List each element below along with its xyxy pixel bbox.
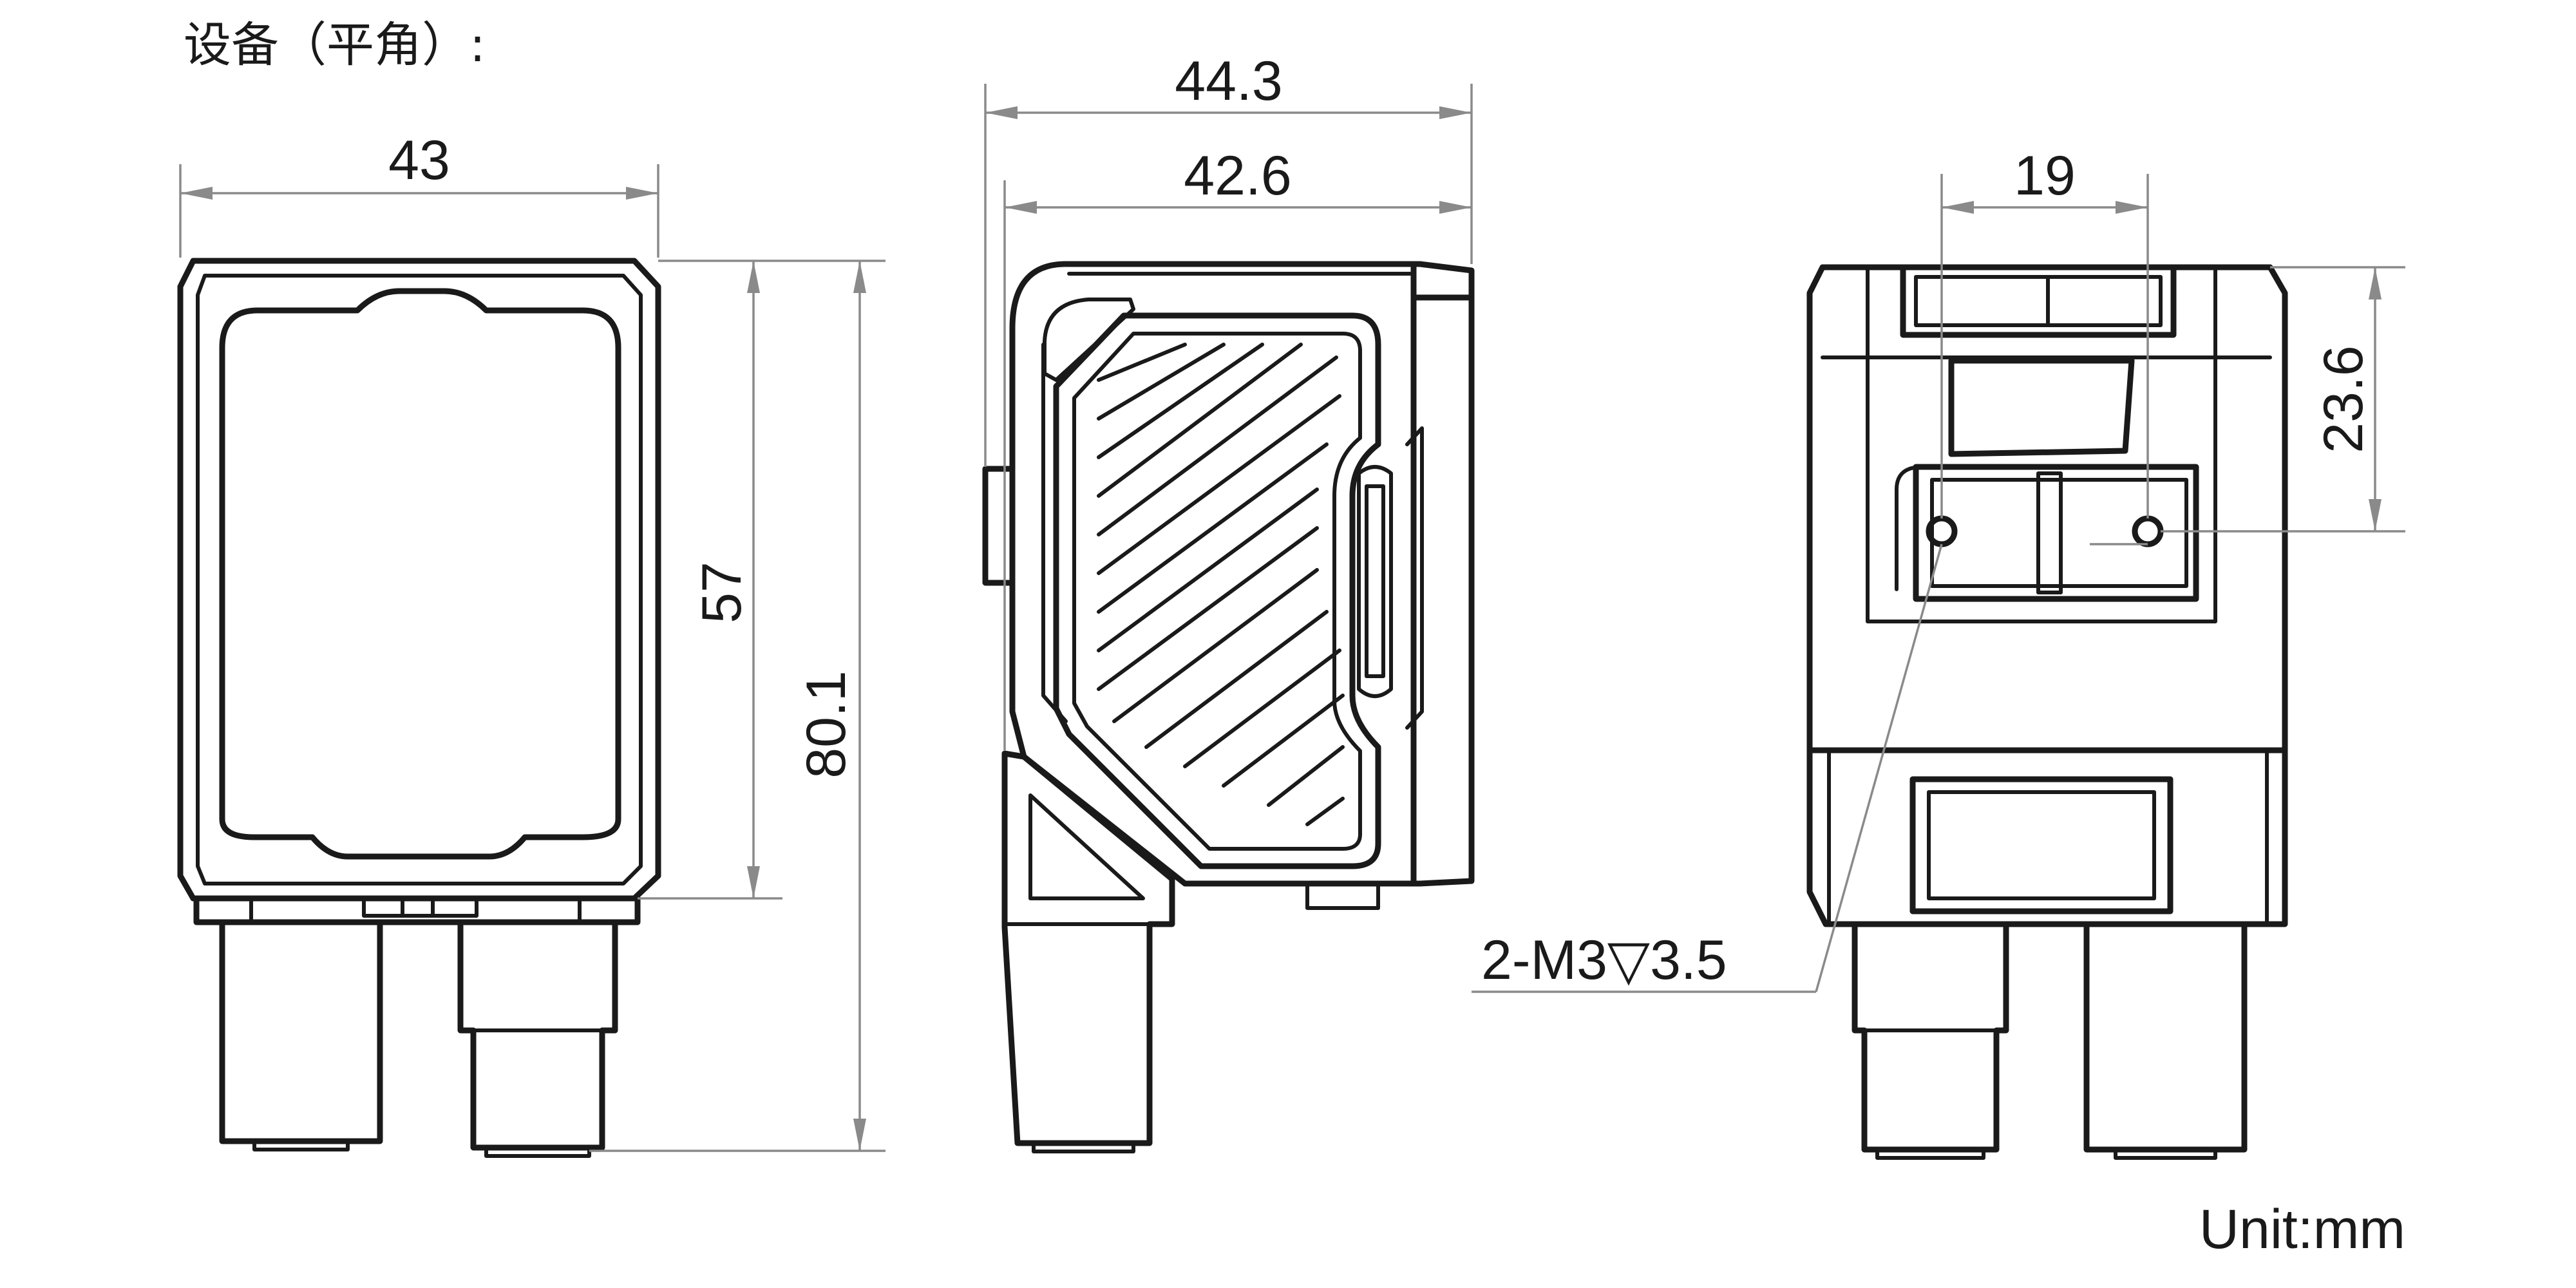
dim-width-label: 43: [388, 129, 450, 191]
dim-height-label: 57: [691, 562, 753, 623]
back-view: [1806, 264, 2288, 1160]
hole-callout-label: 2-M3▽3.5: [1481, 929, 1727, 991]
dim-hole-spacing-label: 19: [2014, 145, 2076, 207]
front-dimensions: 43 57 80.1: [179, 129, 886, 1152]
dim-total-height-label: 80.1: [795, 670, 857, 778]
drawing-title: 设备（平角）:: [184, 17, 486, 73]
side-dimensions: 44.3 42.6: [984, 50, 1473, 750]
unit-label: Unit:mm: [2199, 1198, 2405, 1260]
side-view: [982, 261, 1475, 1153]
dim-body-depth-label: 42.6: [1184, 145, 1291, 207]
dim-hole-offset-label: 23.6: [2313, 345, 2374, 453]
back-dimensions: 19 23.6 2-M3▽3.5: [1472, 145, 2405, 993]
dim-overall-depth-label: 44.3: [1175, 50, 1282, 112]
front-view: [177, 258, 661, 1158]
